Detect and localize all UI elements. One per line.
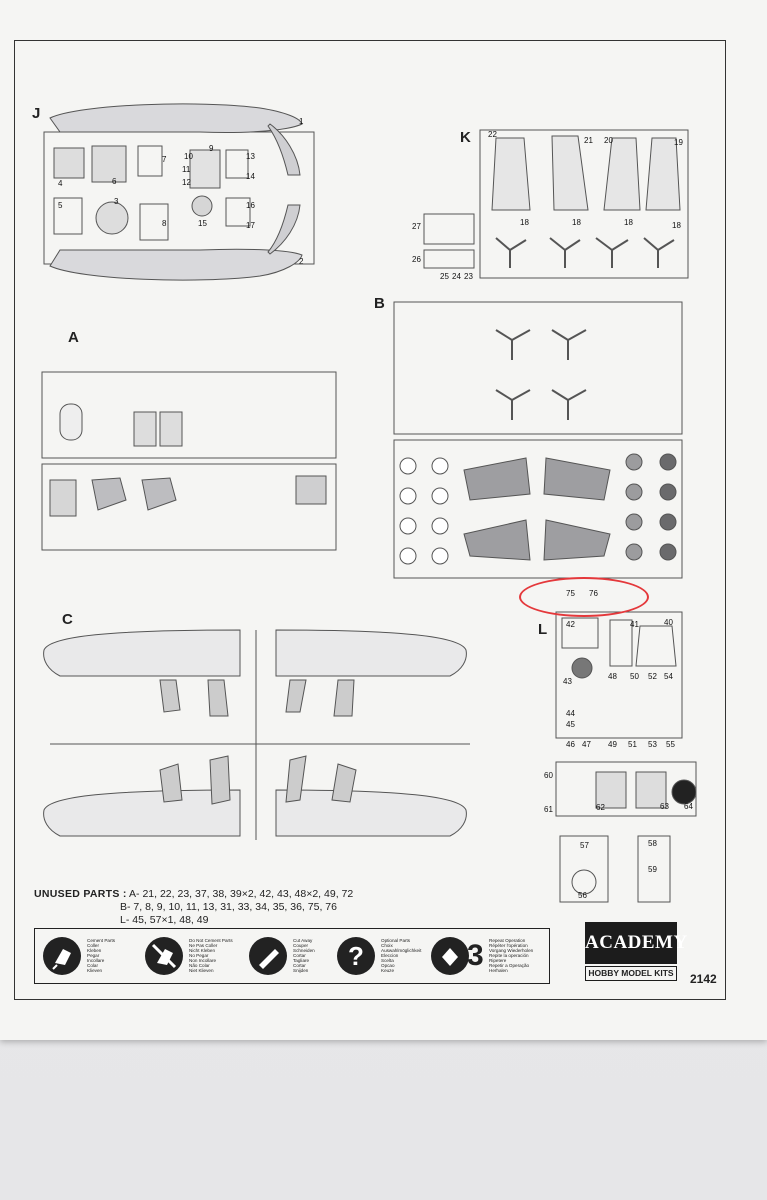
part-number: 45 bbox=[566, 720, 575, 729]
part-number: 40 bbox=[664, 618, 673, 627]
part-number: 5 bbox=[58, 201, 63, 210]
part-number: 9 bbox=[209, 144, 214, 153]
part-number: 18 bbox=[572, 218, 581, 227]
part-number: 13 bbox=[246, 152, 255, 161]
part-number: 24 bbox=[452, 272, 461, 281]
part-number: 17 bbox=[246, 221, 255, 230]
part-number: 15 bbox=[198, 219, 207, 228]
part-number: 56 bbox=[578, 891, 587, 900]
part-number: 50 bbox=[630, 672, 639, 681]
unused-line-l: L- 45, 57×1, 48, 49 bbox=[120, 914, 209, 926]
part-number: 62 bbox=[596, 803, 605, 812]
optional-icon: ? bbox=[337, 937, 375, 975]
part-number: 1 bbox=[299, 117, 304, 126]
part-number: 54 bbox=[664, 672, 673, 681]
sheet-border bbox=[14, 40, 726, 1000]
brand-tagline: HOBBY MODEL KITS bbox=[585, 966, 677, 981]
part-number: 20 bbox=[604, 136, 613, 145]
part-number: 53 bbox=[648, 740, 657, 749]
part-number: 60 bbox=[544, 771, 553, 780]
sprue-label-l: L bbox=[538, 621, 548, 638]
brand-name: ACADEMY bbox=[585, 922, 687, 964]
part-number: 19 bbox=[674, 138, 683, 147]
part-number: 11 bbox=[182, 165, 191, 174]
sprue-a-top-frame bbox=[41, 371, 337, 459]
part-number: 23 bbox=[464, 272, 473, 281]
sprue-label-k: K bbox=[460, 129, 471, 146]
part-number: 22 bbox=[488, 130, 497, 139]
part-number: 4 bbox=[58, 179, 63, 188]
sprue-k-frame bbox=[479, 129, 689, 279]
part-number: 43 bbox=[563, 677, 572, 686]
part-number: 59 bbox=[648, 865, 657, 874]
part-number: 58 bbox=[648, 839, 657, 848]
part-number: 10 bbox=[184, 152, 193, 161]
part-number: 63 bbox=[660, 802, 669, 811]
part-number: 64 bbox=[684, 802, 693, 811]
part-number: 18 bbox=[624, 218, 633, 227]
part-number: 47 bbox=[582, 740, 591, 749]
academy-logo: ACADEMY HOBBY MODEL KITS bbox=[585, 922, 687, 982]
unused-lead: UNUSED PARTS : bbox=[34, 888, 127, 900]
part-number: 27 bbox=[412, 222, 421, 231]
part-number: 6 bbox=[112, 177, 117, 186]
unused-parts-list: UNUSED PARTS : A- 21, 22, 23, 37, 38, 39… bbox=[34, 888, 353, 927]
part-number: 14 bbox=[246, 172, 255, 181]
part-number: 41 bbox=[630, 620, 639, 629]
part-number: 25 bbox=[440, 272, 449, 281]
part-number: 49 bbox=[608, 740, 617, 749]
parts-illustration bbox=[41, 103, 697, 903]
part-number: 18 bbox=[520, 218, 529, 227]
part-number: 48 bbox=[608, 672, 617, 681]
part-number: 21 bbox=[584, 136, 593, 145]
part-number: 46 bbox=[566, 740, 575, 749]
part-number: 12 bbox=[182, 178, 191, 187]
part-number: 55 bbox=[666, 740, 675, 749]
sprue-label-j: J bbox=[32, 105, 41, 122]
part-number: 61 bbox=[544, 805, 553, 814]
part-number: 26 bbox=[412, 255, 421, 264]
sprue-label-b: B bbox=[374, 295, 385, 312]
instruction-sheet: J K A B C L 1 2 3 4 5 6 7 8 9 10 11 12 1… bbox=[0, 0, 767, 1040]
part-number: 3 bbox=[114, 197, 119, 206]
part-number: 42 bbox=[566, 620, 575, 629]
fuselage-half-2 bbox=[49, 248, 303, 281]
part-number: 18 bbox=[672, 221, 681, 230]
kit-number: 2142 bbox=[690, 972, 717, 986]
svg-text:?: ? bbox=[348, 941, 364, 971]
unused-row-b: B- 7, 8, 9, 10, 11, 13, 31, 33, 34, 35, … bbox=[34, 901, 353, 914]
sprue-label-a: A bbox=[68, 329, 79, 346]
unused-line-b: B- 7, 8, 9, 10, 11, 13, 31, 33, 34, 35, … bbox=[120, 901, 337, 913]
part-number: 16 bbox=[246, 201, 255, 210]
highlight-ellipse bbox=[519, 577, 649, 617]
part-number: 7 bbox=[162, 155, 167, 164]
part-number: 51 bbox=[628, 740, 637, 749]
unused-line-a: A- 21, 22, 23, 37, 38, 39×2, 42, 43, 48×… bbox=[129, 888, 354, 900]
no-cement-icon bbox=[145, 937, 183, 975]
sprue-b-bottom-frame bbox=[393, 439, 683, 579]
part-number: 2 bbox=[299, 257, 304, 266]
fuselage-half-1 bbox=[49, 103, 303, 134]
repeat-count: 3 bbox=[467, 939, 484, 972]
cut-away-icon bbox=[249, 937, 287, 975]
sprue-b-top-frame bbox=[393, 301, 683, 435]
sprue-a-bottom-frame bbox=[41, 463, 337, 551]
cement-icon bbox=[43, 937, 81, 975]
repeat-icon bbox=[431, 937, 469, 975]
unused-row-l: L- 45, 57×1, 48, 49 bbox=[34, 914, 353, 927]
part-number: 44 bbox=[566, 709, 575, 718]
sprue-label-c: C bbox=[62, 611, 73, 628]
part-number: 57 bbox=[580, 841, 589, 850]
part-number: 8 bbox=[162, 219, 167, 228]
unused-row-a: UNUSED PARTS : A- 21, 22, 23, 37, 38, 39… bbox=[34, 888, 353, 901]
part-number: 52 bbox=[648, 672, 657, 681]
